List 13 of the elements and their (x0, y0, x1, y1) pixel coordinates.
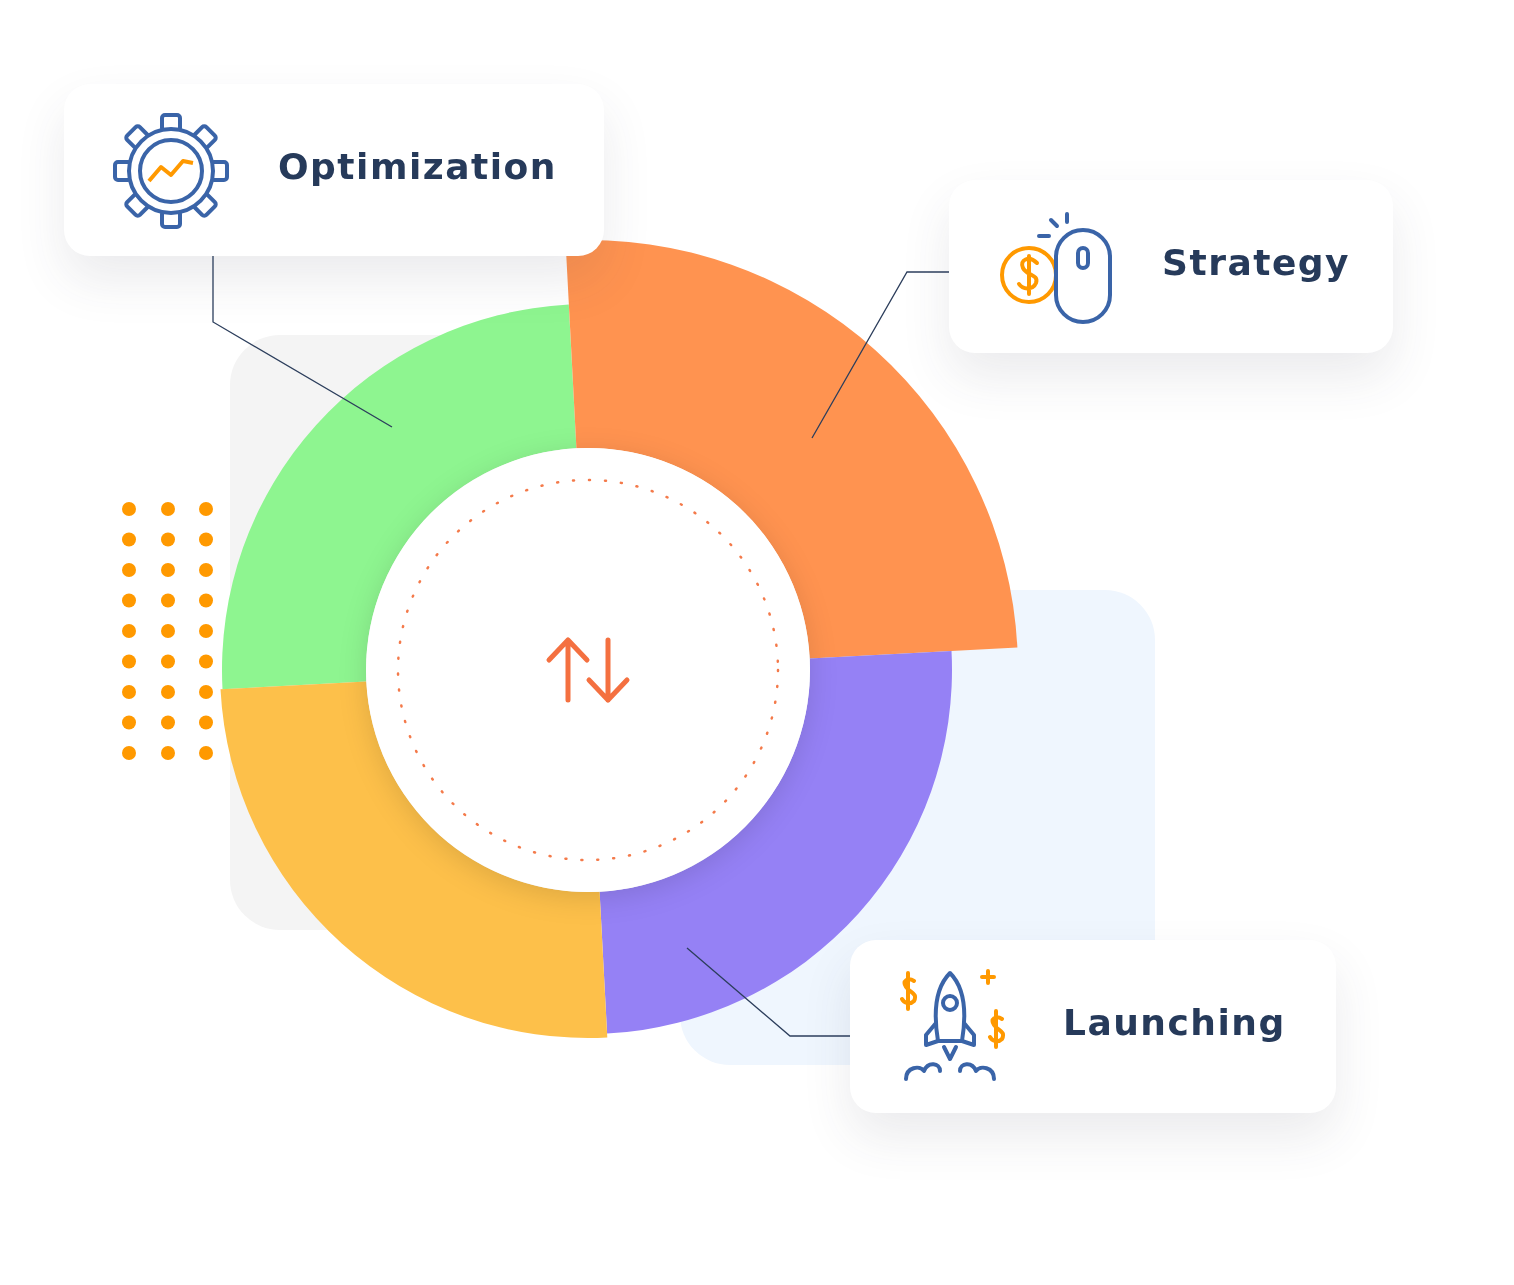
donut-segment (565, 240, 1018, 659)
label-card (850, 940, 1336, 1113)
card-title: Strategy (1162, 242, 1351, 283)
card-title: Launching (1063, 1002, 1286, 1043)
label-card (64, 84, 604, 256)
donut-segment (222, 304, 577, 690)
card-title: Optimization (278, 146, 557, 187)
leader-line (686, 947, 851, 1037)
donut-segment (599, 650, 952, 1034)
donut-segment (220, 681, 608, 1038)
leader-line (811, 271, 950, 439)
leader-line (212, 255, 393, 428)
label-card (949, 180, 1393, 353)
